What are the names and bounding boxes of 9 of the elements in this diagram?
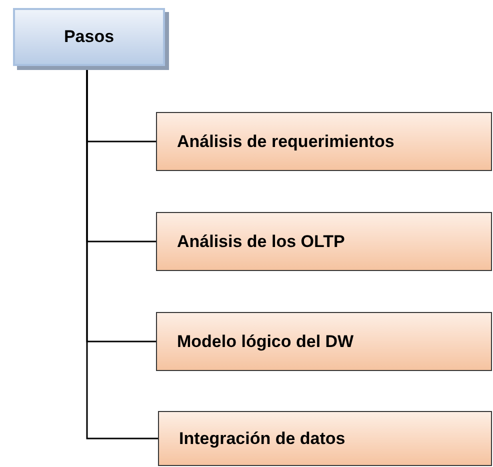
step-box (156, 112, 492, 171)
step-box (158, 411, 492, 466)
step-box (156, 212, 492, 271)
node-label: Pasos (64, 26, 114, 48)
node-label: Modelo lógico del DW (177, 330, 354, 353)
node-label: Análisis de requerimientos (177, 130, 394, 153)
node-label: Análisis de los OLTP (177, 230, 345, 253)
node-label: Integración de datos (179, 428, 346, 450)
step-box (156, 312, 492, 371)
